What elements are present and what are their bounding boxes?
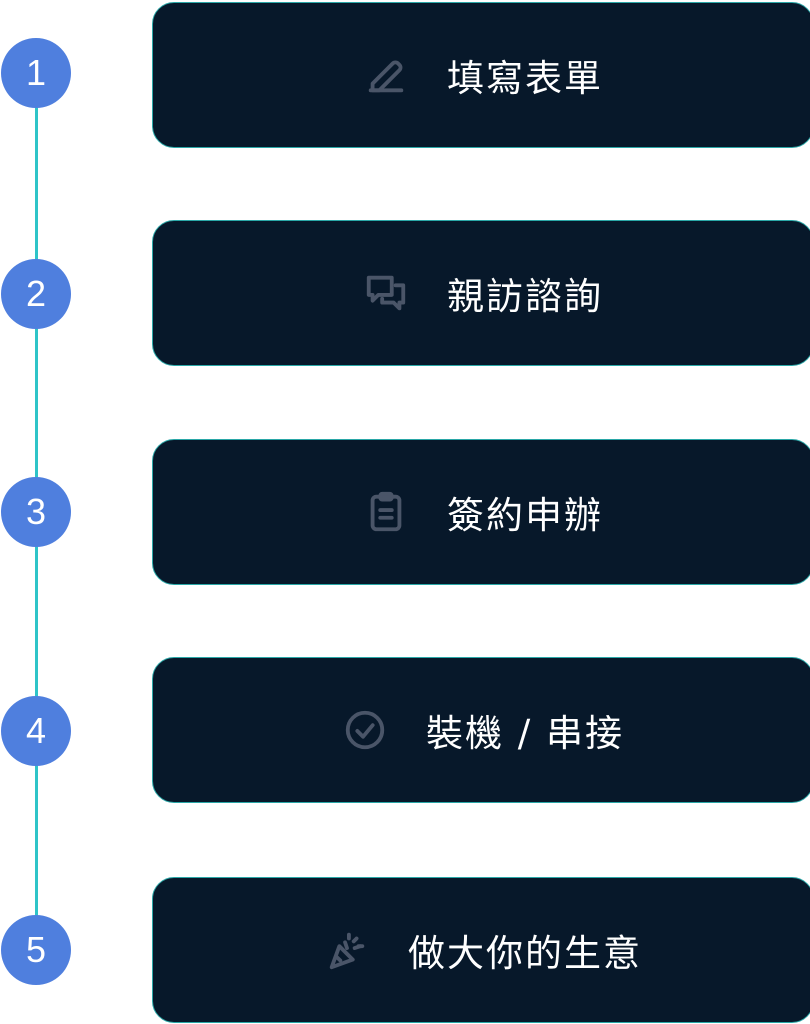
step-4-number: 4 [25, 710, 47, 751]
step-3-card: 簽約申辦 [152, 439, 810, 585]
step-1-card: 填寫表單 [152, 2, 810, 148]
check-circle-icon [342, 707, 388, 753]
step-4-number-circle: 4 [1, 696, 71, 766]
step-2-number: 2 [25, 273, 47, 314]
step-4-card: 裝機 / 串接 [152, 657, 810, 803]
party-popper-icon [324, 927, 370, 973]
step-3-label: 簽約申辦 [447, 494, 603, 537]
step-3-number-circle: 3 [1, 477, 71, 547]
step-1-number: 1 [25, 52, 47, 93]
step-1-label: 填寫表單 [447, 57, 603, 100]
pencil-icon [363, 52, 409, 98]
step-5-number-circle: 5 [1, 915, 71, 985]
step-3-number: 3 [25, 491, 47, 532]
clipboard-icon [363, 489, 409, 535]
step-2-number-circle: 2 [1, 259, 71, 329]
step-5-card: 做大你的生意 [152, 877, 810, 1023]
step-5-number: 5 [25, 929, 47, 970]
step-5-label: 做大你的生意 [408, 932, 642, 975]
step-4-label: 裝機 / 串接 [426, 712, 624, 755]
step-2-card: 親訪諮詢 [152, 220, 810, 366]
step-1-number-circle: 1 [1, 38, 71, 108]
chat-bubbles-icon [363, 270, 409, 316]
step-2-label: 親訪諮詢 [447, 275, 603, 318]
